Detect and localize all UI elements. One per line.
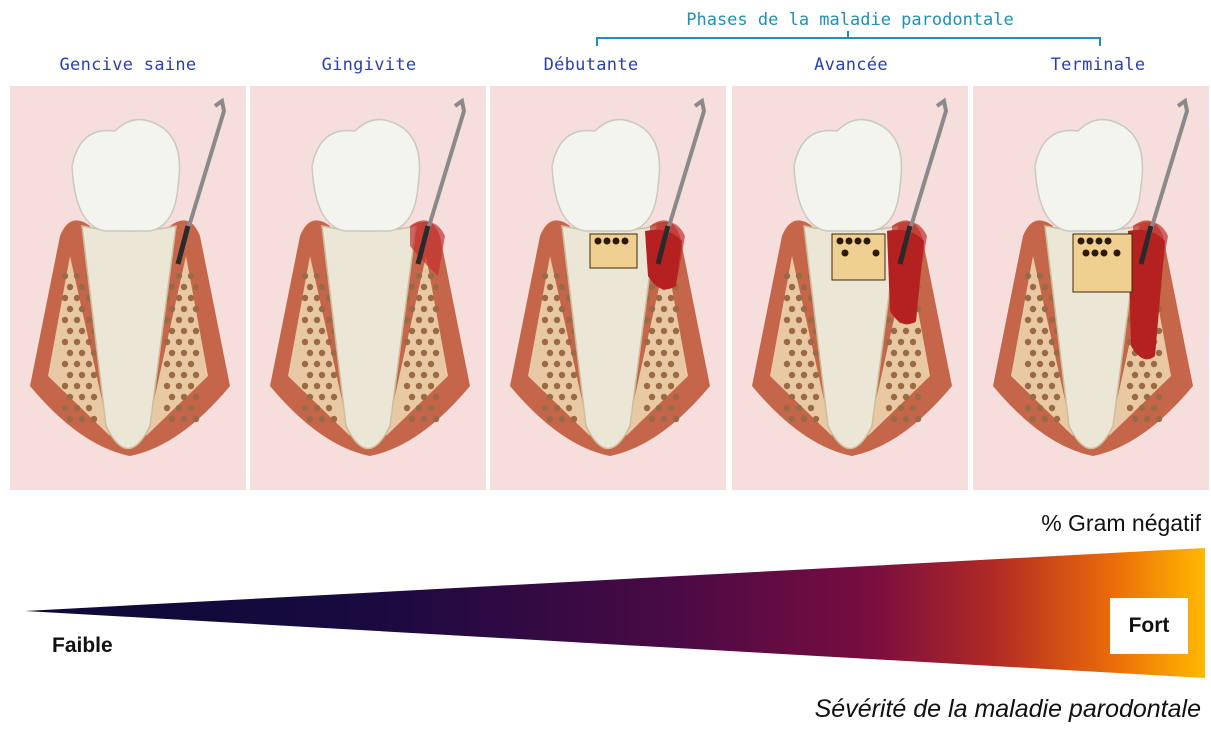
low-label: Faible: [52, 634, 113, 658]
high-label: Fort: [1110, 598, 1188, 654]
severity-axis-label: Sévérité de la maladie parodontale: [815, 695, 1201, 724]
